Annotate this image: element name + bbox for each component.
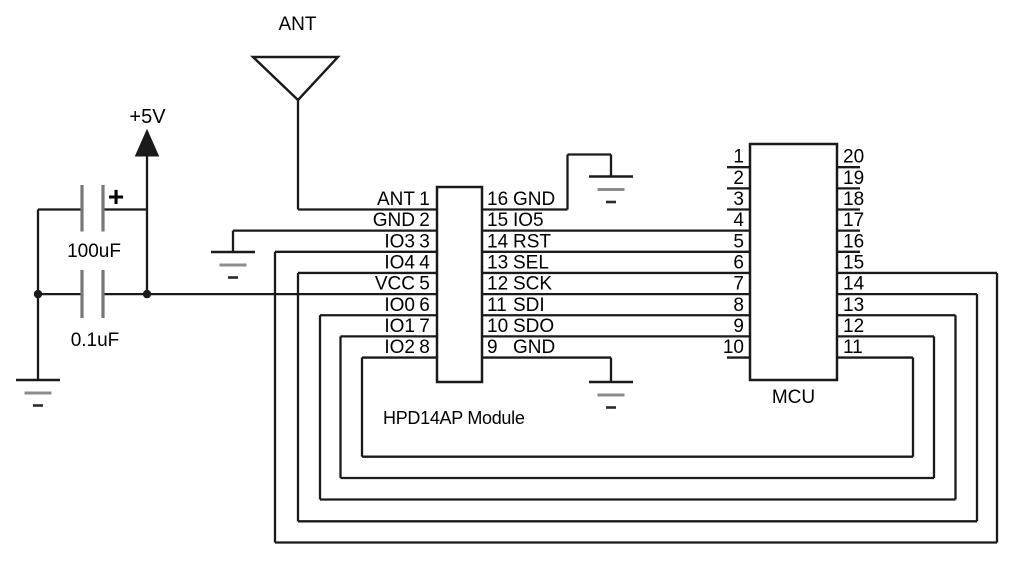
module-pin-num-7: 7	[419, 316, 430, 337]
wires-layer	[36, 100, 999, 544]
module-body	[435, 185, 484, 384]
mcu-pin-num-20: 20	[843, 147, 864, 168]
mcu-body	[748, 142, 839, 382]
module-name-label: HPD14AP Module	[383, 408, 525, 428]
module-pin-name-sel: SEL	[513, 252, 549, 273]
module-pin-name-io1: IO1	[384, 316, 415, 337]
ground-left	[16, 378, 60, 407]
power-arrow	[134, 128, 160, 157]
supply-label: +5V	[129, 106, 166, 128]
module-pin-name-sdo: SDO	[513, 316, 554, 337]
module-pin-num-6: 6	[419, 295, 430, 316]
antenna-label: ANT	[279, 14, 317, 35]
module-pin-num-11: 11	[487, 295, 507, 316]
module-pin-name-ant: ANT	[377, 189, 415, 210]
module-pin-name-gnd: GND	[513, 337, 555, 358]
module-pin-num-3: 3	[419, 231, 430, 252]
mcu-pin-num-14: 14	[843, 274, 865, 295]
mcu-pin-num-2: 2	[733, 168, 744, 189]
module-pin-name-gnd: GND	[373, 210, 415, 231]
junction-dots	[33, 289, 152, 299]
module-pin-num-12: 12	[487, 274, 508, 295]
mcu-pin-num-1: 1	[733, 147, 744, 168]
module-pin-name-gnd: GND	[513, 189, 555, 210]
grounds-layer	[16, 175, 633, 409]
module-pin-num-13: 13	[487, 252, 508, 273]
mcu-pin-num-16: 16	[843, 231, 864, 252]
ground-module-pin2	[211, 250, 255, 279]
module-pin-name-rst: RST	[513, 231, 551, 252]
module-pin-name-sdi: SDI	[513, 295, 545, 316]
mcu-pin-num-10: 10	[723, 337, 744, 358]
capacitor-plates	[80, 185, 105, 318]
cap2-value: 0.1uF	[71, 330, 120, 351]
antenna-symbol	[250, 55, 341, 102]
mcu-pin-num-4: 4	[733, 210, 744, 231]
mcu-pin-num-5: 5	[733, 231, 744, 252]
mcu-pin-num-15: 15	[843, 252, 864, 273]
module-pin-name-io0: IO0	[384, 295, 415, 316]
mcu-pin-num-11: 11	[843, 337, 863, 358]
module-pin-num-9: 9	[487, 337, 498, 358]
supply-arrow-icon	[134, 128, 160, 157]
mcu-pin-num-7: 7	[733, 274, 744, 295]
module-pin-num-8: 8	[419, 337, 430, 358]
mcu-pin-num-13: 13	[843, 295, 864, 316]
junction-dot	[142, 289, 152, 299]
ground-module-pin9	[589, 380, 633, 409]
module-pin-name-io4: IO4	[384, 252, 415, 273]
module-pin-num-1: 1	[419, 189, 430, 210]
antenna-triangle	[250, 55, 341, 102]
ground-module-pin16	[589, 175, 633, 204]
module-pin-name-io3: IO3	[384, 231, 415, 252]
mcu-pin-num-12: 12	[843, 316, 864, 337]
module-pin-name-sck: SCK	[513, 274, 552, 295]
module-pin-num-4: 4	[419, 252, 430, 273]
module-pin-name-io2: IO2	[384, 337, 415, 358]
module-pin-num-10: 10	[487, 316, 508, 337]
mcu-pin-num-6: 6	[733, 252, 744, 273]
module-pin-num-16: 16	[487, 189, 508, 210]
mcu-pin-num-17: 17	[843, 210, 864, 231]
mcu-pin-num-9: 9	[733, 316, 744, 337]
cap1-polarity-mark: +	[108, 181, 124, 212]
module-pin-name-io5: IO5	[513, 210, 544, 231]
module-pin-num-14: 14	[487, 231, 509, 252]
module-pin-num-5: 5	[419, 274, 430, 295]
mcu-pin-num-19: 19	[843, 168, 864, 189]
mcu-pin-num-8: 8	[733, 295, 744, 316]
mcu-name-label: MCU	[772, 387, 815, 408]
mcu-pin-num-3: 3	[733, 189, 744, 210]
junction-dot	[33, 289, 43, 299]
module-pin-num-2: 2	[419, 210, 430, 231]
module-pin-num-15: 15	[487, 210, 508, 231]
mcu-pin-num-18: 18	[843, 189, 864, 210]
cap1-value: 100uF	[67, 241, 121, 262]
module-pin-name-vcc: VCC	[375, 274, 415, 295]
